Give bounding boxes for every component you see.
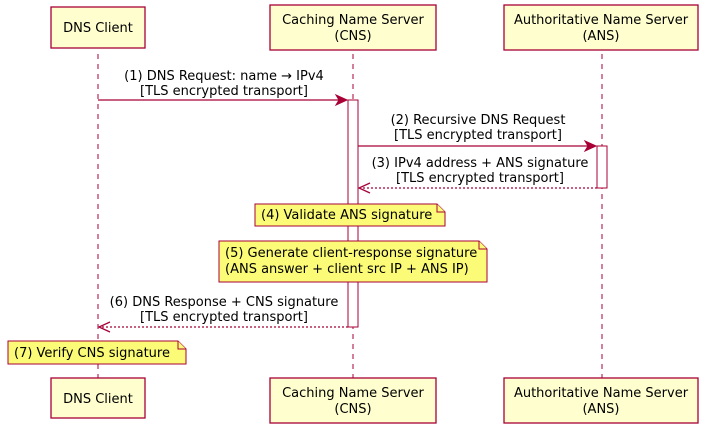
message-3-label: (3) IPv4 address + ANS signature	[372, 156, 589, 171]
note-5: (5) Generate client-response signature (…	[218, 240, 488, 283]
message-1: (1) DNS Request: name → IPv4 [TLS encryp…	[98, 69, 349, 107]
participant-label: Caching Name Server	[282, 386, 424, 401]
activation-ans	[596, 145, 608, 189]
participant-cns-top: Caching Name Server (CNS)	[269, 4, 437, 51]
participant-sublabel: (CNS)	[334, 402, 371, 417]
arrowhead-icon	[334, 93, 349, 107]
participant-sublabel: (CNS)	[334, 29, 371, 44]
participant-sublabel: (ANS)	[582, 29, 619, 44]
message-6-sublabel: [TLS encrypted transport]	[140, 310, 308, 325]
arrowhead-open-icon	[97, 321, 111, 333]
note-4: (4) Validate ANS signature	[254, 203, 446, 227]
note-5-text-line2: (ANS answer + client src IP + ANS IP)	[225, 262, 469, 277]
message-3: (3) IPv4 address + ANS signature [TLS en…	[357, 156, 597, 194]
arrowhead-open-icon	[357, 182, 371, 194]
message-6-label: (6) DNS Response + CNS signature	[110, 295, 339, 310]
note-4-text: (4) Validate ANS signature	[261, 208, 432, 223]
note-7: (7) Verify CNS signature	[7, 340, 187, 365]
participant-label: DNS Client	[63, 392, 133, 407]
participant-sublabel: (ANS)	[582, 402, 619, 417]
participant-dns-client-bottom: DNS Client	[50, 377, 146, 419]
participant-label: Authoritative Name Server	[514, 386, 689, 401]
message-3-sublabel: [TLS encrypted transport]	[396, 171, 564, 186]
participant-label: Authoritative Name Server	[514, 13, 689, 28]
arrowhead-icon	[583, 139, 598, 153]
message-2-label: (2) Recursive DNS Request	[391, 113, 566, 128]
message-2: (2) Recursive DNS Request [TLS encrypted…	[358, 113, 598, 153]
note-7-text: (7) Verify CNS signature	[14, 346, 170, 361]
message-6: (6) DNS Response + CNS signature [TLS en…	[97, 295, 348, 333]
participant-cns-bottom: Caching Name Server (CNS)	[269, 377, 437, 424]
participant-dns-client-top: DNS Client	[50, 6, 146, 49]
participant-ans-top: Authoritative Name Server (ANS)	[503, 4, 699, 51]
message-1-label: (1) DNS Request: name → IPv4	[124, 69, 324, 84]
message-1-sublabel: [TLS encrypted transport]	[140, 84, 308, 99]
participant-ans-bottom: Authoritative Name Server (ANS)	[503, 377, 699, 424]
participant-label: DNS Client	[63, 21, 133, 36]
message-2-sublabel: [TLS encrypted transport]	[394, 128, 562, 143]
note-5-text: (5) Generate client-response signature	[225, 246, 477, 261]
participant-label: Caching Name Server	[282, 13, 424, 28]
